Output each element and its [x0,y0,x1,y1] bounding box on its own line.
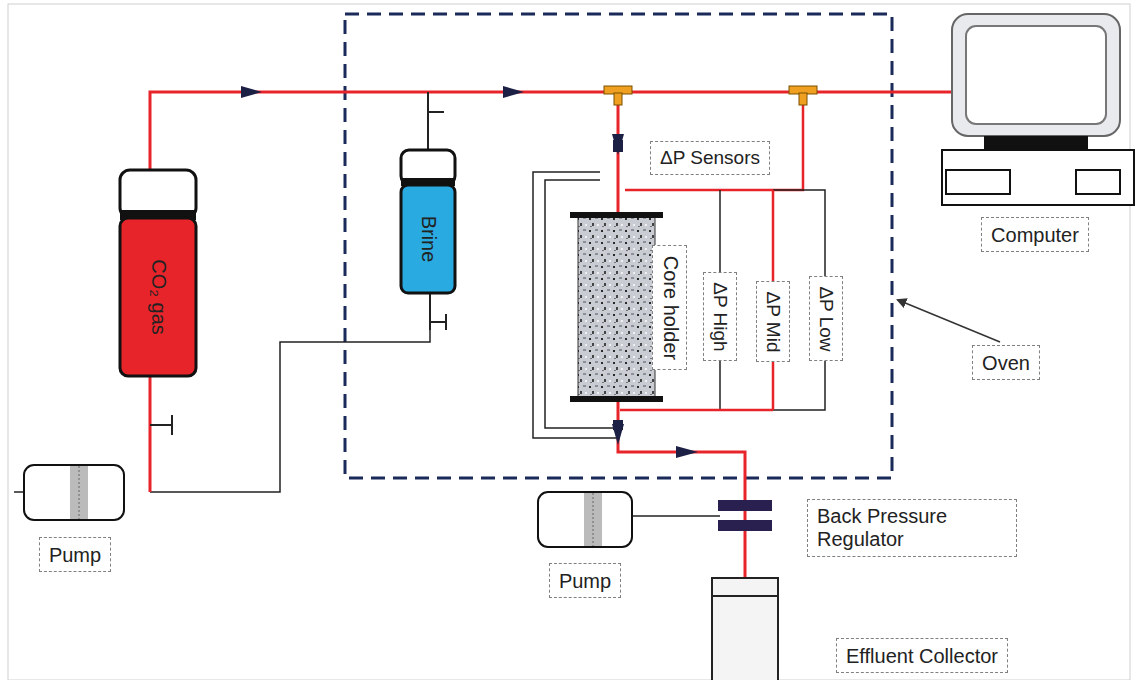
oven-label: Oven [972,345,1040,380]
dp-mid-label: ΔP Mid [756,281,790,362]
label-text: ΔP Sensors [660,147,760,169]
dp-high-label: ΔP High [703,272,737,361]
pump-label: Pump [39,537,111,572]
dp-low-label: ΔP Low [809,276,843,361]
label-text: CO₂ gas [147,259,170,335]
pump-label: Pump [549,563,621,598]
core-holder-label: Core holder [652,245,687,370]
gas-cylinder: CO₂ gas [122,220,194,374]
label-text: Effluent Collector [846,644,998,667]
regulator-label: Back Pressure Regulator [807,499,1017,557]
label-text: ΔP High [709,282,731,351]
computer-label: Computer [981,217,1089,252]
label-text: ΔP Mid [762,291,784,352]
label-text: Oven [982,351,1030,374]
label-text: Brine [417,216,440,263]
label-text: Computer [991,223,1079,246]
collector-label: Effluent Collector [836,638,1008,673]
brine-cylinder: Brine [403,187,453,291]
label-text: Core holder [658,255,681,360]
sensor-label: ΔP Sensors [650,141,770,175]
label-text: Pump [559,569,611,592]
label-text: Pump [49,543,101,566]
label-text: Back Pressure Regulator [817,505,1007,551]
label-text: ΔP Low [815,286,837,351]
